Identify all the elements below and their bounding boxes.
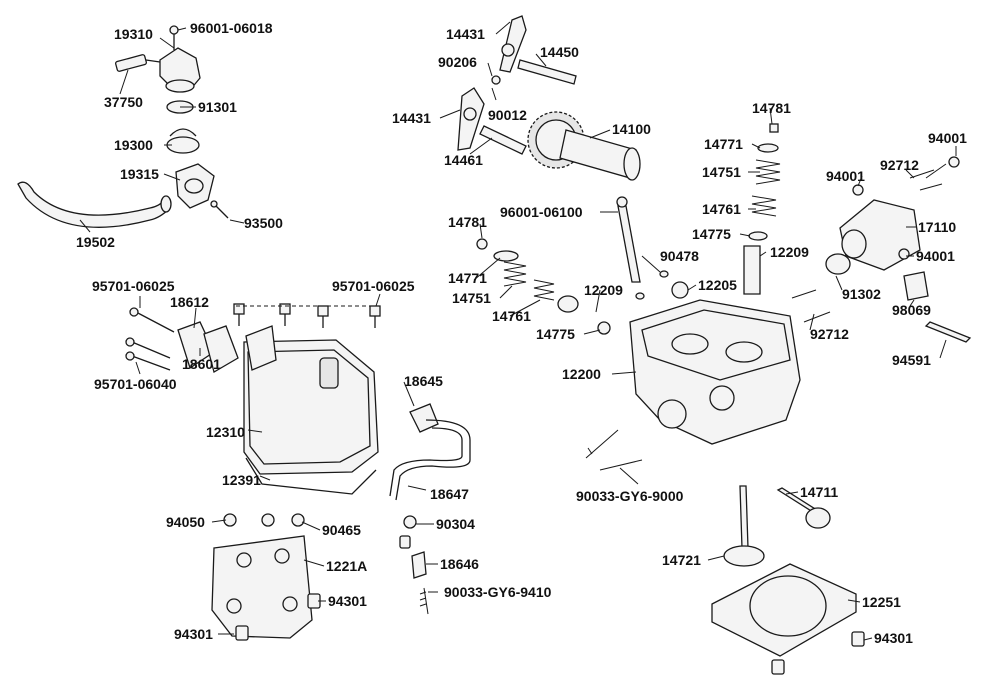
part-label-90206[interactable]: 90206 — [438, 54, 477, 70]
thermostat-icon — [166, 128, 200, 154]
valve-icon — [776, 487, 831, 529]
part-label-19310[interactable]: 19310 — [114, 26, 153, 42]
part-label-17110[interactable]: 17110 — [918, 219, 957, 235]
breather-cover-icon — [177, 321, 239, 373]
part-label-14771-left[interactable]: 14771 — [448, 270, 487, 286]
bolt-icon — [125, 307, 175, 371]
rocker-bolt-icon — [491, 75, 501, 85]
thermostat-housing-icon — [159, 25, 201, 93]
part-label-14431-top[interactable]: 14431 — [446, 26, 485, 42]
part-label-12391[interactable]: 12391 — [222, 472, 261, 488]
part-label-90012[interactable]: 90012 — [488, 107, 527, 123]
part-label-14751-left[interactable]: 14751 — [452, 290, 491, 306]
part-label-94001-left[interactable]: 94001 — [826, 168, 865, 184]
part-label-12209-left[interactable]: 12209 — [584, 282, 623, 298]
valve-cover-icon — [243, 325, 379, 475]
cam-holder-icon — [211, 535, 313, 639]
valve-spring-icon — [748, 123, 781, 241]
rocker-arm-icon — [499, 15, 527, 73]
rocker-arm-icon — [457, 87, 485, 151]
dowel-pin-icon — [235, 593, 321, 641]
part-label-18645[interactable]: 18645 — [404, 373, 443, 389]
intake-o-ring-icon — [825, 253, 851, 275]
rocker-shaft-icon — [517, 59, 577, 85]
part-label-18647[interactable]: 18647 — [430, 486, 469, 502]
part-label-95701-06040[interactable]: 95701-06040 — [94, 376, 177, 392]
part-label-12310[interactable]: 12310 — [206, 424, 245, 440]
part-label-94591[interactable]: 94591 — [892, 352, 931, 368]
head-stud-icon — [616, 196, 669, 300]
part-label-1221A[interactable]: 1221A — [326, 558, 368, 574]
part-label-19300[interactable]: 19300 — [114, 137, 153, 153]
part-label-14461[interactable]: 14461 — [444, 152, 483, 168]
camshaft-icon — [527, 111, 641, 181]
part-label-14771-right[interactable]: 14771 — [704, 136, 743, 152]
part-label-90478[interactable]: 90478 — [660, 248, 699, 264]
part-label-94001-top[interactable]: 94001 — [928, 130, 967, 146]
part-label-19502[interactable]: 19502 — [76, 234, 115, 250]
nut-icon — [223, 513, 305, 527]
part-label-14450[interactable]: 14450 — [540, 44, 579, 60]
part-label-12209-right[interactable]: 12209 — [770, 244, 809, 260]
part-label-92712-bottom[interactable]: 92712 — [810, 326, 849, 342]
part-label-95701-06025-left[interactable]: 95701-06025 — [92, 278, 175, 294]
part-label-93500[interactable]: 93500 — [244, 215, 283, 231]
part-label-94001-mid[interactable]: 94001 — [916, 248, 955, 264]
part-label-14761-right[interactable]: 14761 — [702, 201, 741, 217]
part-label-96001-06100[interactable]: 96001-06100 — [500, 204, 583, 220]
part-label-14781-right[interactable]: 14781 — [752, 100, 791, 116]
part-label-12200[interactable]: 12200 — [562, 366, 601, 382]
part-label-91301[interactable]: 91301 — [198, 99, 237, 115]
bolt-icon — [210, 200, 229, 219]
thermostat-cover-icon — [175, 163, 215, 209]
part-label-90033-gy6-9410[interactable]: 90033-GY6-9410 — [444, 584, 552, 600]
oil-pipe-icon — [389, 403, 471, 501]
part-label-94050[interactable]: 94050 — [166, 514, 205, 530]
part-label-94301-right-cam[interactable]: 94301 — [328, 593, 367, 609]
cylinder-gasket-icon — [711, 563, 857, 657]
part-label-14781-left[interactable]: 14781 — [448, 214, 487, 230]
cylinder-head-icon — [629, 245, 801, 445]
part-label-90033-gy6-9000[interactable]: 90033-GY6-9000 — [576, 488, 684, 504]
shim-icon — [924, 321, 972, 343]
part-label-18646[interactable]: 18646 — [440, 556, 479, 572]
fitting-icon — [399, 515, 429, 615]
part-label-94301-left-cam[interactable]: 94301 — [174, 626, 213, 642]
part-label-14711[interactable]: 14711 — [800, 484, 839, 500]
part-label-14100[interactable]: 14100 — [612, 121, 651, 137]
sensor-icon — [903, 271, 929, 301]
stud-icon — [791, 289, 831, 323]
part-label-37750[interactable]: 37750 — [104, 94, 143, 110]
part-label-98069[interactable]: 98069 — [892, 302, 931, 318]
part-label-92712-top[interactable]: 92712 — [880, 157, 919, 173]
part-label-14751-right[interactable]: 14751 — [702, 164, 741, 180]
part-label-14775-right[interactable]: 14775 — [692, 226, 731, 242]
part-label-90465[interactable]: 90465 — [322, 522, 361, 538]
part-label-94301-gasket[interactable]: 94301 — [874, 630, 913, 646]
part-label-18601[interactable]: 18601 — [182, 356, 221, 372]
part-label-96001-06018[interactable]: 96001-06018 — [190, 20, 273, 36]
part-label-12205[interactable]: 12205 — [698, 277, 737, 293]
bolt-icon — [233, 303, 381, 328]
valve-cover-gasket-icon — [245, 457, 377, 495]
part-label-91302[interactable]: 91302 — [842, 286, 881, 302]
stud-icon — [585, 429, 643, 471]
valve-icon — [723, 485, 765, 567]
part-label-14721[interactable]: 14721 — [662, 552, 701, 568]
dowel-pin-icon — [771, 631, 865, 675]
part-label-14431-mid[interactable]: 14431 — [392, 110, 431, 126]
part-label-19315[interactable]: 19315 — [120, 166, 159, 182]
rocker-shaft-icon — [479, 125, 527, 155]
part-label-14775-left[interactable]: 14775 — [536, 326, 575, 342]
coolant-hose-icon — [17, 181, 172, 228]
part-label-90304[interactable]: 90304 — [436, 516, 475, 532]
part-label-12251[interactable]: 12251 — [862, 594, 901, 610]
part-label-18612[interactable]: 18612 — [170, 294, 209, 310]
leader-lines — [79, 21, 957, 641]
temperature-sensor-icon — [115, 54, 161, 72]
intake-manifold-icon — [839, 156, 960, 271]
part-label-95701-06025-right[interactable]: 95701-06025 — [332, 278, 415, 294]
part-label-14761-left[interactable]: 14761 — [492, 308, 531, 324]
